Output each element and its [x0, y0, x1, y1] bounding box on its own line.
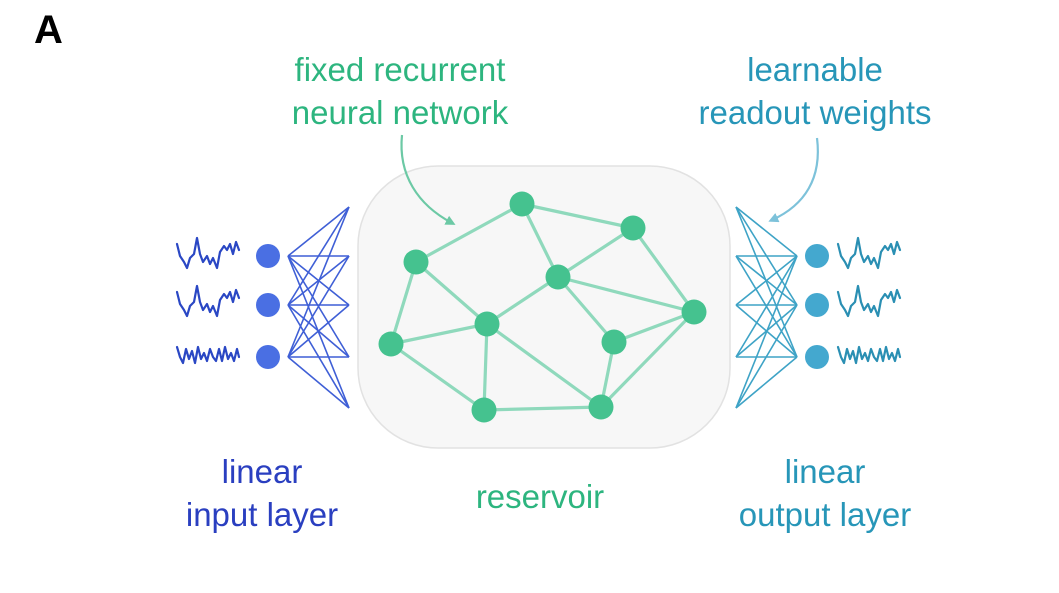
input-signal-wave	[175, 345, 241, 365]
reservoir-node	[509, 191, 535, 217]
reservoir-node	[471, 397, 497, 423]
fixed-rnn-label: fixed recurrent neural network	[291, 51, 509, 131]
input-units	[256, 244, 280, 369]
readout-weights-label: learnable readout weights	[698, 51, 932, 131]
input-weight-line	[287, 206, 350, 257]
reservoir-nodes	[378, 191, 707, 423]
reservoir-edge	[556, 275, 696, 314]
output-signal-wave	[836, 236, 902, 270]
output-signals	[836, 236, 902, 365]
reservoir-edge	[520, 202, 635, 230]
reservoir-node	[403, 249, 429, 275]
panel-letter: A	[34, 8, 63, 52]
reservoir-node	[545, 264, 571, 290]
output-signal-wave	[836, 345, 902, 365]
output-weight-line	[735, 255, 798, 358]
output-unit-node	[805, 244, 829, 268]
input-weights	[287, 206, 350, 409]
reservoir-edge	[482, 322, 489, 412]
readout-arrow-icon	[768, 137, 819, 223]
output-weights	[735, 206, 798, 409]
reservoir-node	[620, 215, 646, 241]
reservoir-edge	[414, 202, 524, 264]
reservoir-edge	[389, 260, 418, 346]
input-weight-line	[287, 255, 350, 358]
reservoir-edge	[612, 310, 696, 344]
reservoir-edge	[631, 226, 696, 314]
output-weight-line	[735, 255, 798, 409]
reservoir-node	[474, 311, 500, 337]
reservoir-edge	[482, 405, 603, 412]
output-units	[805, 244, 829, 369]
output-weight-line	[735, 356, 798, 409]
input-signals	[175, 236, 241, 365]
reservoir-edges	[389, 202, 696, 412]
reservoir-edge	[599, 310, 696, 409]
reservoir-edge	[556, 226, 635, 279]
input-weight-line	[287, 356, 350, 409]
input-unit-node	[256, 244, 280, 268]
output-unit-node	[805, 293, 829, 317]
output-unit-node	[805, 345, 829, 369]
input-layer-label: linear input layer	[185, 453, 339, 533]
output-weight-line	[735, 206, 798, 358]
output-weight-line	[735, 206, 798, 257]
input-unit-node	[256, 293, 280, 317]
reservoir-edge	[414, 260, 489, 326]
output-signal-wave	[836, 284, 902, 318]
input-weight-line	[287, 206, 350, 306]
reservoir-edge	[389, 322, 489, 346]
input-signal-wave	[175, 284, 241, 318]
reservoir-edge	[520, 202, 560, 279]
input-unit-node	[256, 345, 280, 369]
input-signal-wave	[175, 236, 241, 270]
output-layer-label: linear output layer	[738, 453, 912, 533]
reservoir-node	[588, 394, 614, 420]
output-weight-line	[735, 304, 798, 409]
reservoir-label: reservoir	[475, 478, 605, 515]
input-weight-line	[287, 304, 350, 358]
output-weight-line	[735, 255, 798, 306]
reservoir-node	[378, 331, 404, 357]
reservoir-node	[681, 299, 707, 325]
reservoir-edge	[485, 275, 560, 326]
reservoir-node	[601, 329, 627, 355]
input-weight-line	[287, 206, 350, 358]
fixed-rnn-arrow-icon	[400, 134, 456, 225]
reservoir-edge	[485, 322, 603, 409]
reservoir-edge	[389, 342, 486, 412]
reservoir-edge	[556, 275, 616, 344]
